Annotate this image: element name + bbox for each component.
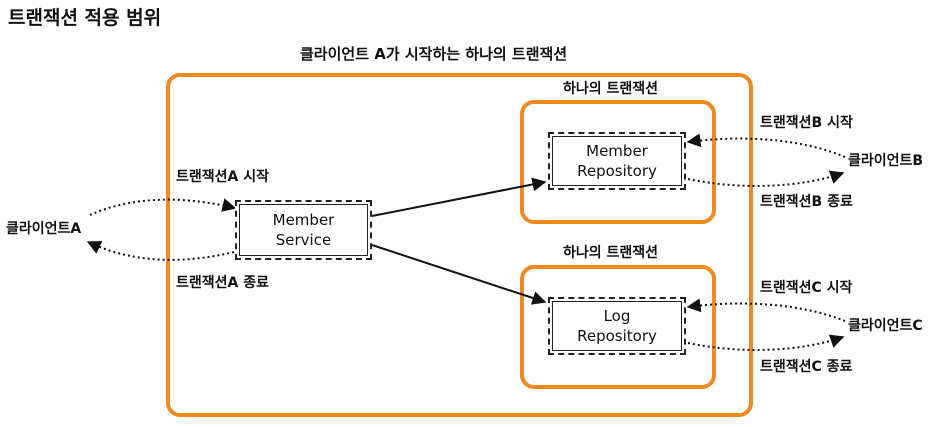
log-transaction-scope [520,265,716,389]
outer-scope-title: 클라이언트 A가 시작하는 하나의 트랜잭션 [300,45,568,63]
log-repository: Log Repository [548,297,686,355]
tx-a-end-label: 트랜잭션A 종료 [176,275,269,291]
page-title: 트랜잭션 적용 범위 [8,7,162,29]
log-scope-title: 하나의 트랜잭션 [563,245,659,261]
member-service: Member Service [235,200,372,260]
tx-b-start-label: 트랜잭션B 시작 [760,115,853,131]
repo-scope-title: 하나의 트랜잭션 [563,81,659,97]
tx-c-start-label: 트랜잭션C 시작 [760,280,853,296]
client-b-label: 클라이언트B [848,153,924,169]
client-a-label: 클라이언트A [6,221,82,237]
member-service-line2: Service [275,231,332,249]
client-c-start-flow [686,298,846,322]
client-b-start-flow [686,133,846,158]
tx-c-end-label: 트랜잭션C 종료 [760,359,853,375]
service-to-log-repo-arrow [371,244,547,305]
log-repository-line1: Log [603,306,631,325]
client-a-end-flow [86,241,235,261]
client-a-start-flow [89,198,237,216]
member-repository: Member Repository [548,132,686,190]
repo-transaction-scope [520,100,716,224]
outer-transaction-scope [166,73,753,417]
tx-b-end-label: 트랜잭션B 종료 [760,194,853,210]
client-c-label: 클라이언트C [848,318,923,334]
member-repository-line1: Member [586,141,648,160]
client-c-end-flow [687,334,845,351]
member-repository-line2: Repository [577,162,657,180]
service-to-member-repo-arrow [371,177,547,217]
client-b-end-flow [687,170,845,187]
tx-a-start-label: 트랜잭션A 시작 [176,169,269,185]
log-repository-line2: Repository [577,327,657,345]
member-service-line1: Member [272,210,335,229]
